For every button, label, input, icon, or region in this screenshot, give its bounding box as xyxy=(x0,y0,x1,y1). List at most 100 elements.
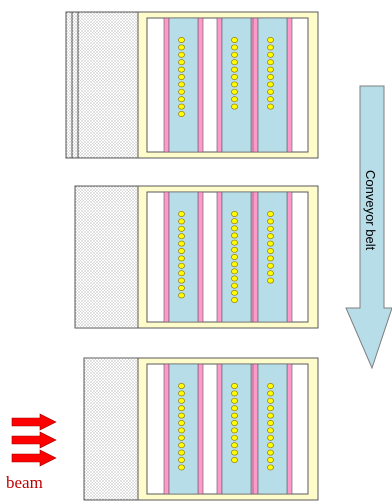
bead xyxy=(231,103,238,110)
bead xyxy=(178,397,185,404)
bead xyxy=(178,59,185,66)
bead xyxy=(231,383,238,389)
bead xyxy=(231,282,238,289)
electrode-left xyxy=(216,363,223,495)
electrode-left xyxy=(216,191,223,323)
bead xyxy=(267,449,274,456)
bead xyxy=(178,66,185,73)
bead xyxy=(178,111,185,117)
bead xyxy=(231,66,238,73)
electrode-left xyxy=(252,17,259,153)
electrode-left xyxy=(163,363,170,495)
bead xyxy=(267,81,274,88)
bead xyxy=(178,74,185,80)
bead xyxy=(231,59,238,66)
bead xyxy=(267,37,274,43)
bead xyxy=(267,464,274,471)
bead xyxy=(178,225,185,232)
bead xyxy=(231,218,238,225)
bead xyxy=(267,51,274,58)
bead xyxy=(231,457,238,463)
bead xyxy=(267,59,274,66)
bead xyxy=(178,427,185,434)
bead xyxy=(231,412,238,419)
bead xyxy=(231,449,238,456)
bead xyxy=(231,261,238,268)
electrode-right xyxy=(286,191,293,323)
bead xyxy=(231,81,238,88)
bead xyxy=(267,44,274,51)
bead xyxy=(231,88,238,95)
bead xyxy=(231,442,238,449)
bead xyxy=(231,225,238,232)
bead xyxy=(178,255,185,262)
bead xyxy=(267,262,274,269)
bead xyxy=(231,74,238,80)
electrode-left xyxy=(252,191,259,323)
bead xyxy=(178,240,185,247)
bead xyxy=(178,81,185,88)
bead xyxy=(178,434,185,441)
sample-assemblies xyxy=(65,11,319,501)
conveyor-arrow-shape xyxy=(345,85,392,370)
bead xyxy=(267,277,274,284)
bead xyxy=(178,233,185,240)
assembly-bottom xyxy=(83,357,319,501)
bead xyxy=(231,246,238,253)
bead xyxy=(178,96,185,103)
bead xyxy=(267,434,274,441)
bead xyxy=(178,37,185,43)
bead xyxy=(267,211,274,217)
bead xyxy=(267,66,274,73)
bead xyxy=(267,218,274,225)
bead xyxy=(231,239,238,246)
bead xyxy=(231,275,238,282)
bead xyxy=(178,51,185,58)
conveyor-belt-arrow: Conveyor belt xyxy=(345,85,392,370)
bead xyxy=(267,383,274,389)
bead xyxy=(231,254,238,260)
bead xyxy=(178,390,185,397)
assembly-middle xyxy=(74,185,319,329)
bead xyxy=(267,405,274,412)
electrode-right xyxy=(197,363,204,495)
bead xyxy=(267,88,274,95)
bead xyxy=(267,270,274,277)
beam-arrow xyxy=(11,413,57,431)
bead xyxy=(178,449,185,456)
bead xyxy=(231,232,238,239)
bead xyxy=(231,44,238,51)
electrode-right xyxy=(286,17,293,153)
bead xyxy=(267,74,274,80)
bead xyxy=(178,248,185,254)
bead xyxy=(231,397,238,404)
shielding-block xyxy=(65,11,139,159)
bead xyxy=(178,270,185,277)
bead xyxy=(267,420,274,426)
bead xyxy=(178,412,185,419)
bead xyxy=(178,285,185,291)
bead xyxy=(231,268,238,275)
bead xyxy=(231,297,238,303)
bead xyxy=(267,427,274,434)
bead xyxy=(178,457,185,463)
bead xyxy=(267,255,274,262)
bead xyxy=(231,289,238,296)
electrode-right xyxy=(197,191,204,323)
electrode-right xyxy=(197,17,204,153)
electrode-left xyxy=(252,363,259,495)
bead xyxy=(178,442,185,449)
bead xyxy=(178,277,185,284)
beam-arrow xyxy=(11,431,57,449)
bead xyxy=(267,442,274,449)
bead xyxy=(231,51,238,58)
electrode-left xyxy=(216,17,223,153)
bead xyxy=(178,405,185,412)
beam-arrow xyxy=(11,449,57,467)
bead xyxy=(178,103,185,110)
assembly-top xyxy=(65,11,319,159)
shielding-block xyxy=(74,185,139,329)
bead xyxy=(178,88,185,95)
bead xyxy=(178,262,185,269)
bead xyxy=(267,390,274,397)
